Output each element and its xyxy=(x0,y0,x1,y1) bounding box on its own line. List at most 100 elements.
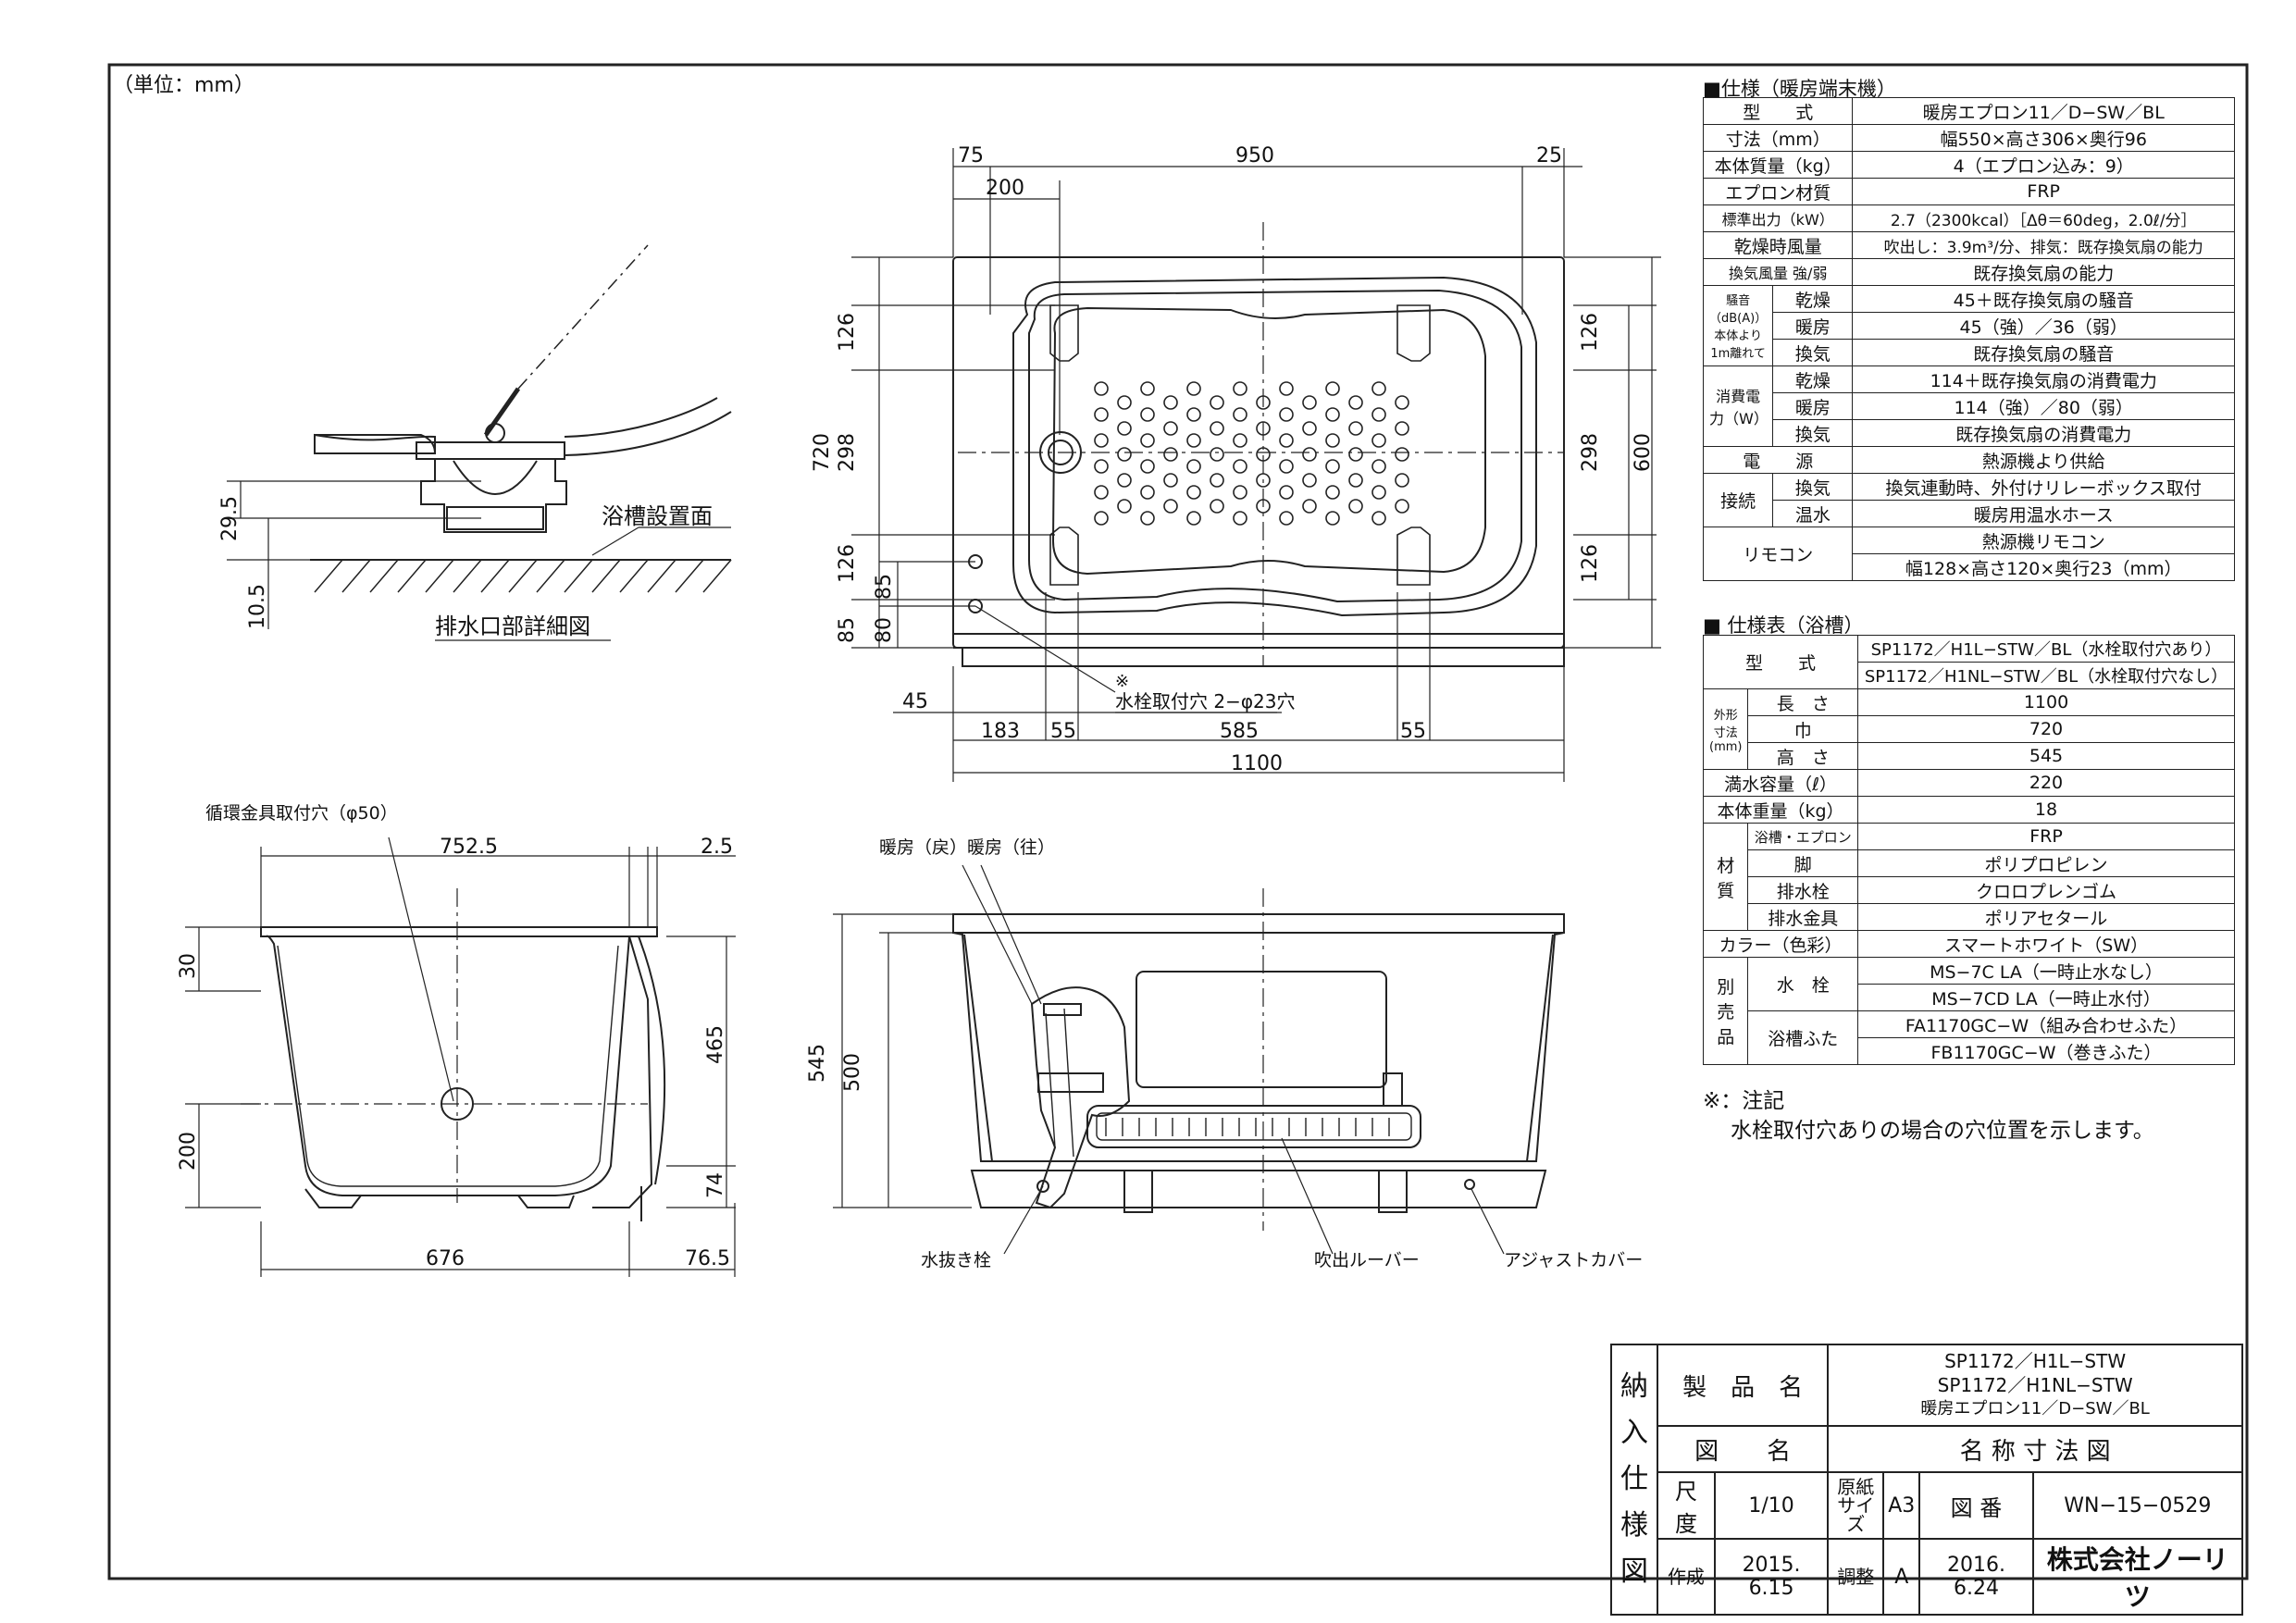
floor-dot xyxy=(1325,511,1340,526)
floor-dot xyxy=(1348,395,1363,410)
floor-dot xyxy=(1233,459,1247,474)
tub-spec-title: ■ 仕様表（浴槽） xyxy=(1703,614,1864,637)
floor-dot xyxy=(1371,485,1386,500)
floor-dot xyxy=(1371,407,1386,422)
floor-dot xyxy=(1395,499,1409,514)
heater-row: 乾燥時風量吹出し：3.9m³/分、排気：既存換気扇の能力 xyxy=(1702,231,2235,259)
heater-row: 型 式暖房エプロン11／D−SW／BL xyxy=(1702,97,2235,125)
floor-dot xyxy=(1279,459,1294,474)
floor-dot xyxy=(1186,381,1201,396)
floor-dot xyxy=(1325,485,1340,500)
top-dim-1100: 1100 xyxy=(1231,752,1283,775)
floor-dot xyxy=(1279,511,1294,526)
floor-dot xyxy=(1140,407,1155,422)
faucet-note-mark: ※ xyxy=(1115,672,1129,691)
top-dim-25: 25 xyxy=(1536,144,1562,167)
floor-dot xyxy=(1186,511,1201,526)
floor-dot xyxy=(1371,459,1386,474)
floor-dot xyxy=(1210,447,1224,462)
scale-value: 1/10 xyxy=(1713,1471,1830,1540)
drain-detail-caption: 排水口部詳細図 xyxy=(435,613,590,639)
revised-label: 調整 xyxy=(1827,1538,1885,1616)
title-block: 納入仕様図 製 品 名 SP1172／H1L−STW SP1172／H1NL−S… xyxy=(1610,1344,2244,1616)
floor-dot xyxy=(1140,485,1155,500)
floor-dot xyxy=(1094,459,1109,474)
floor-dot xyxy=(1325,459,1340,474)
sold-row: MS−7CD LA（一時止水付） xyxy=(1704,984,2236,1011)
power-row: 換気既存換気扇の消費電力 xyxy=(1704,419,2235,447)
floor-dot xyxy=(1325,433,1340,448)
top-dim-80: 80 xyxy=(873,617,896,643)
material-row: 排水栓クロロプレンゴム xyxy=(1704,876,2236,904)
floor-dot xyxy=(1233,381,1247,396)
floor-dot xyxy=(1094,407,1109,422)
floor-dot xyxy=(1302,447,1317,462)
drawing-name-label: 図 名 xyxy=(1656,1425,1830,1473)
side-dim-2-5: 2.5 xyxy=(701,836,733,859)
side-dim-30: 30 xyxy=(177,953,200,979)
top-dim-298-b: 298 xyxy=(1579,433,1602,472)
heater-row: 標準出力（kW）2.7（2300kcal）［Δθ＝60deg，2.0ℓ/分］ xyxy=(1702,204,2235,232)
top-dim-55-b: 55 xyxy=(1400,720,1426,743)
side-dim-200: 200 xyxy=(177,1132,200,1171)
top-dim-950: 950 xyxy=(1235,144,1274,167)
capacity-row: 満水容量（ℓ）220 xyxy=(1703,769,2236,797)
tub-floor-dots xyxy=(1094,381,1409,526)
floor-dot xyxy=(1140,459,1155,474)
floor-dot xyxy=(1371,381,1386,396)
floor-dot xyxy=(1233,407,1247,422)
floor-dot xyxy=(1117,421,1132,436)
floor-dot xyxy=(1140,511,1155,526)
noise-row: 換気既存換気扇の騒音 xyxy=(1704,339,2235,366)
sold-row: FB1170GC−W（巻きふた） xyxy=(1704,1037,2236,1065)
floor-dot xyxy=(1210,499,1224,514)
floor-dot xyxy=(1233,511,1247,526)
material-row: 排水金具ポリアセタール xyxy=(1704,903,2236,931)
title-block-side-label: 納入仕様図 xyxy=(1610,1344,1658,1616)
top-dim-75: 75 xyxy=(958,144,984,167)
floor-dot xyxy=(1140,381,1155,396)
floor-dot xyxy=(1186,459,1201,474)
floor-dot xyxy=(1210,395,1224,410)
top-dim-200: 200 xyxy=(986,177,1024,200)
circulation-hole-label: 循環金具取付穴（φ50） xyxy=(205,803,398,824)
floor-dot xyxy=(1302,473,1317,488)
floor-dot xyxy=(1348,447,1363,462)
drain-detail xyxy=(227,244,732,641)
floor-dot xyxy=(1395,395,1409,410)
floor-dot xyxy=(1117,499,1132,514)
top-dim-126-b: 126 xyxy=(836,544,859,583)
floor-dot xyxy=(1395,421,1409,436)
floor-dot xyxy=(1279,485,1294,500)
remote-row: リモコン熱源機リモコン xyxy=(1702,527,2235,581)
floor-dot xyxy=(1302,421,1317,436)
floor-dot xyxy=(1348,421,1363,436)
remote-row: 幅128×高さ120×奥行23（mm） xyxy=(1704,553,2235,581)
top-dim-55-a: 55 xyxy=(1050,720,1076,743)
floor-dot xyxy=(1371,511,1386,526)
floor-dot xyxy=(1348,499,1363,514)
floor-dot xyxy=(1348,473,1363,488)
floor-dot xyxy=(1163,473,1178,488)
floor-dot xyxy=(1279,381,1294,396)
dim-29-5: 29.5 xyxy=(218,496,242,541)
revised-date: 2016. 6.24 xyxy=(1918,1538,2034,1616)
top-dim-720: 720 xyxy=(811,433,834,472)
floor-dot xyxy=(1094,511,1109,526)
side-view xyxy=(185,836,736,1277)
top-dim-183: 183 xyxy=(981,720,1020,743)
floor-dot xyxy=(1325,381,1340,396)
side-dim-465: 465 xyxy=(704,1025,727,1064)
floor-dot xyxy=(1186,485,1201,500)
drawing-number: WN−15−0529 xyxy=(2031,1471,2244,1540)
